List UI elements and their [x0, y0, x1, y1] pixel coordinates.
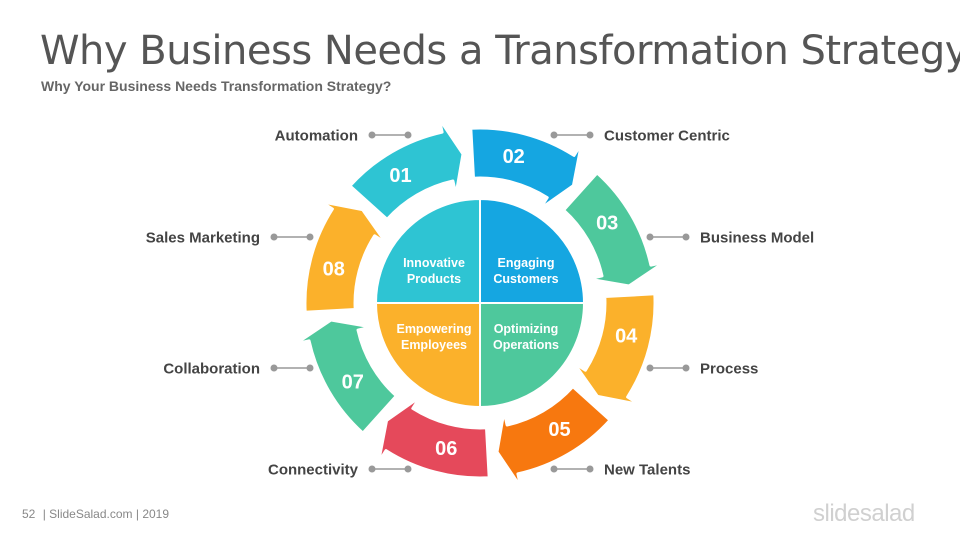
connector-dot	[682, 364, 690, 372]
arrow-segment-07	[294, 318, 398, 435]
slide-footer: 52 | SlideSalad.com | 2019	[22, 507, 173, 521]
connector-dot	[586, 131, 594, 139]
connector-dot	[404, 465, 412, 473]
quadrant-label-line2: Customers	[493, 272, 558, 286]
quadrant-label-line1: Innovative	[403, 256, 465, 270]
segment-label-08: Sales Marketing	[146, 230, 260, 247]
quadrant-label-line1: Optimizing	[494, 322, 559, 336]
connector-dot	[646, 364, 654, 372]
connector-dot	[270, 233, 278, 241]
center-quadrant-2	[479, 197, 586, 304]
segment-label-07: Collaboration	[163, 361, 260, 378]
segment-number-01: 01	[389, 165, 411, 187]
footer-text: | SlideSalad.com | 2019	[42, 507, 170, 521]
connector-dot	[368, 131, 376, 139]
segment-label-01: Automation	[275, 128, 358, 145]
connector-dot	[550, 131, 558, 139]
arrow-segment-04	[572, 292, 657, 406]
brand-logo: slidesalad	[813, 500, 915, 527]
slide-title: Why Business Needs a Transformation Stra…	[40, 28, 960, 74]
arrow-segment-03	[562, 171, 666, 288]
quadrant-label-line2: Products	[407, 272, 461, 286]
segment-number-03: 03	[596, 213, 618, 235]
arrow-segment-06	[377, 395, 491, 480]
connector-dot	[306, 364, 314, 372]
segment-number-08: 08	[323, 258, 345, 280]
connector-dot	[586, 465, 594, 473]
connector-dot	[270, 364, 278, 372]
segment-number-06: 06	[435, 438, 457, 460]
segment-number-02: 02	[503, 146, 525, 168]
connector-dot	[306, 233, 314, 241]
segment-label-04: Process	[700, 361, 758, 378]
center-quadrant-3	[479, 302, 586, 409]
slide-subtitle: Why Your Business Needs Transformation S…	[41, 78, 392, 94]
segment-label-03: Business Model	[700, 230, 814, 247]
center-quadrant-1	[374, 197, 481, 304]
page-number: 52	[22, 507, 36, 521]
quadrant-label-line2: Employees	[401, 338, 467, 352]
segment-label-06: Connectivity	[268, 462, 359, 479]
quadrant-label-line1: Empowering	[396, 322, 471, 336]
arrow-segment-05	[495, 385, 612, 489]
arrow-segment-02	[469, 126, 583, 211]
quadrant-label-line1: Engaging	[498, 256, 555, 270]
segment-number-04: 04	[615, 326, 638, 348]
arrow-segment-08	[303, 200, 388, 314]
segment-label-02: Customer Centric	[604, 128, 730, 145]
quadrant-label-line2: Operations	[493, 338, 559, 352]
segment-label-05: New Talents	[604, 462, 690, 479]
segment-number-07: 07	[342, 372, 364, 394]
arrow-segment-01	[348, 117, 465, 221]
center-quadrant-4	[374, 302, 481, 409]
connector-dot	[404, 131, 412, 139]
connector-dot	[646, 233, 654, 241]
connector-dot	[682, 233, 690, 241]
connector-dot	[550, 465, 558, 473]
segment-number-05: 05	[548, 419, 570, 441]
connector-dot	[368, 465, 376, 473]
